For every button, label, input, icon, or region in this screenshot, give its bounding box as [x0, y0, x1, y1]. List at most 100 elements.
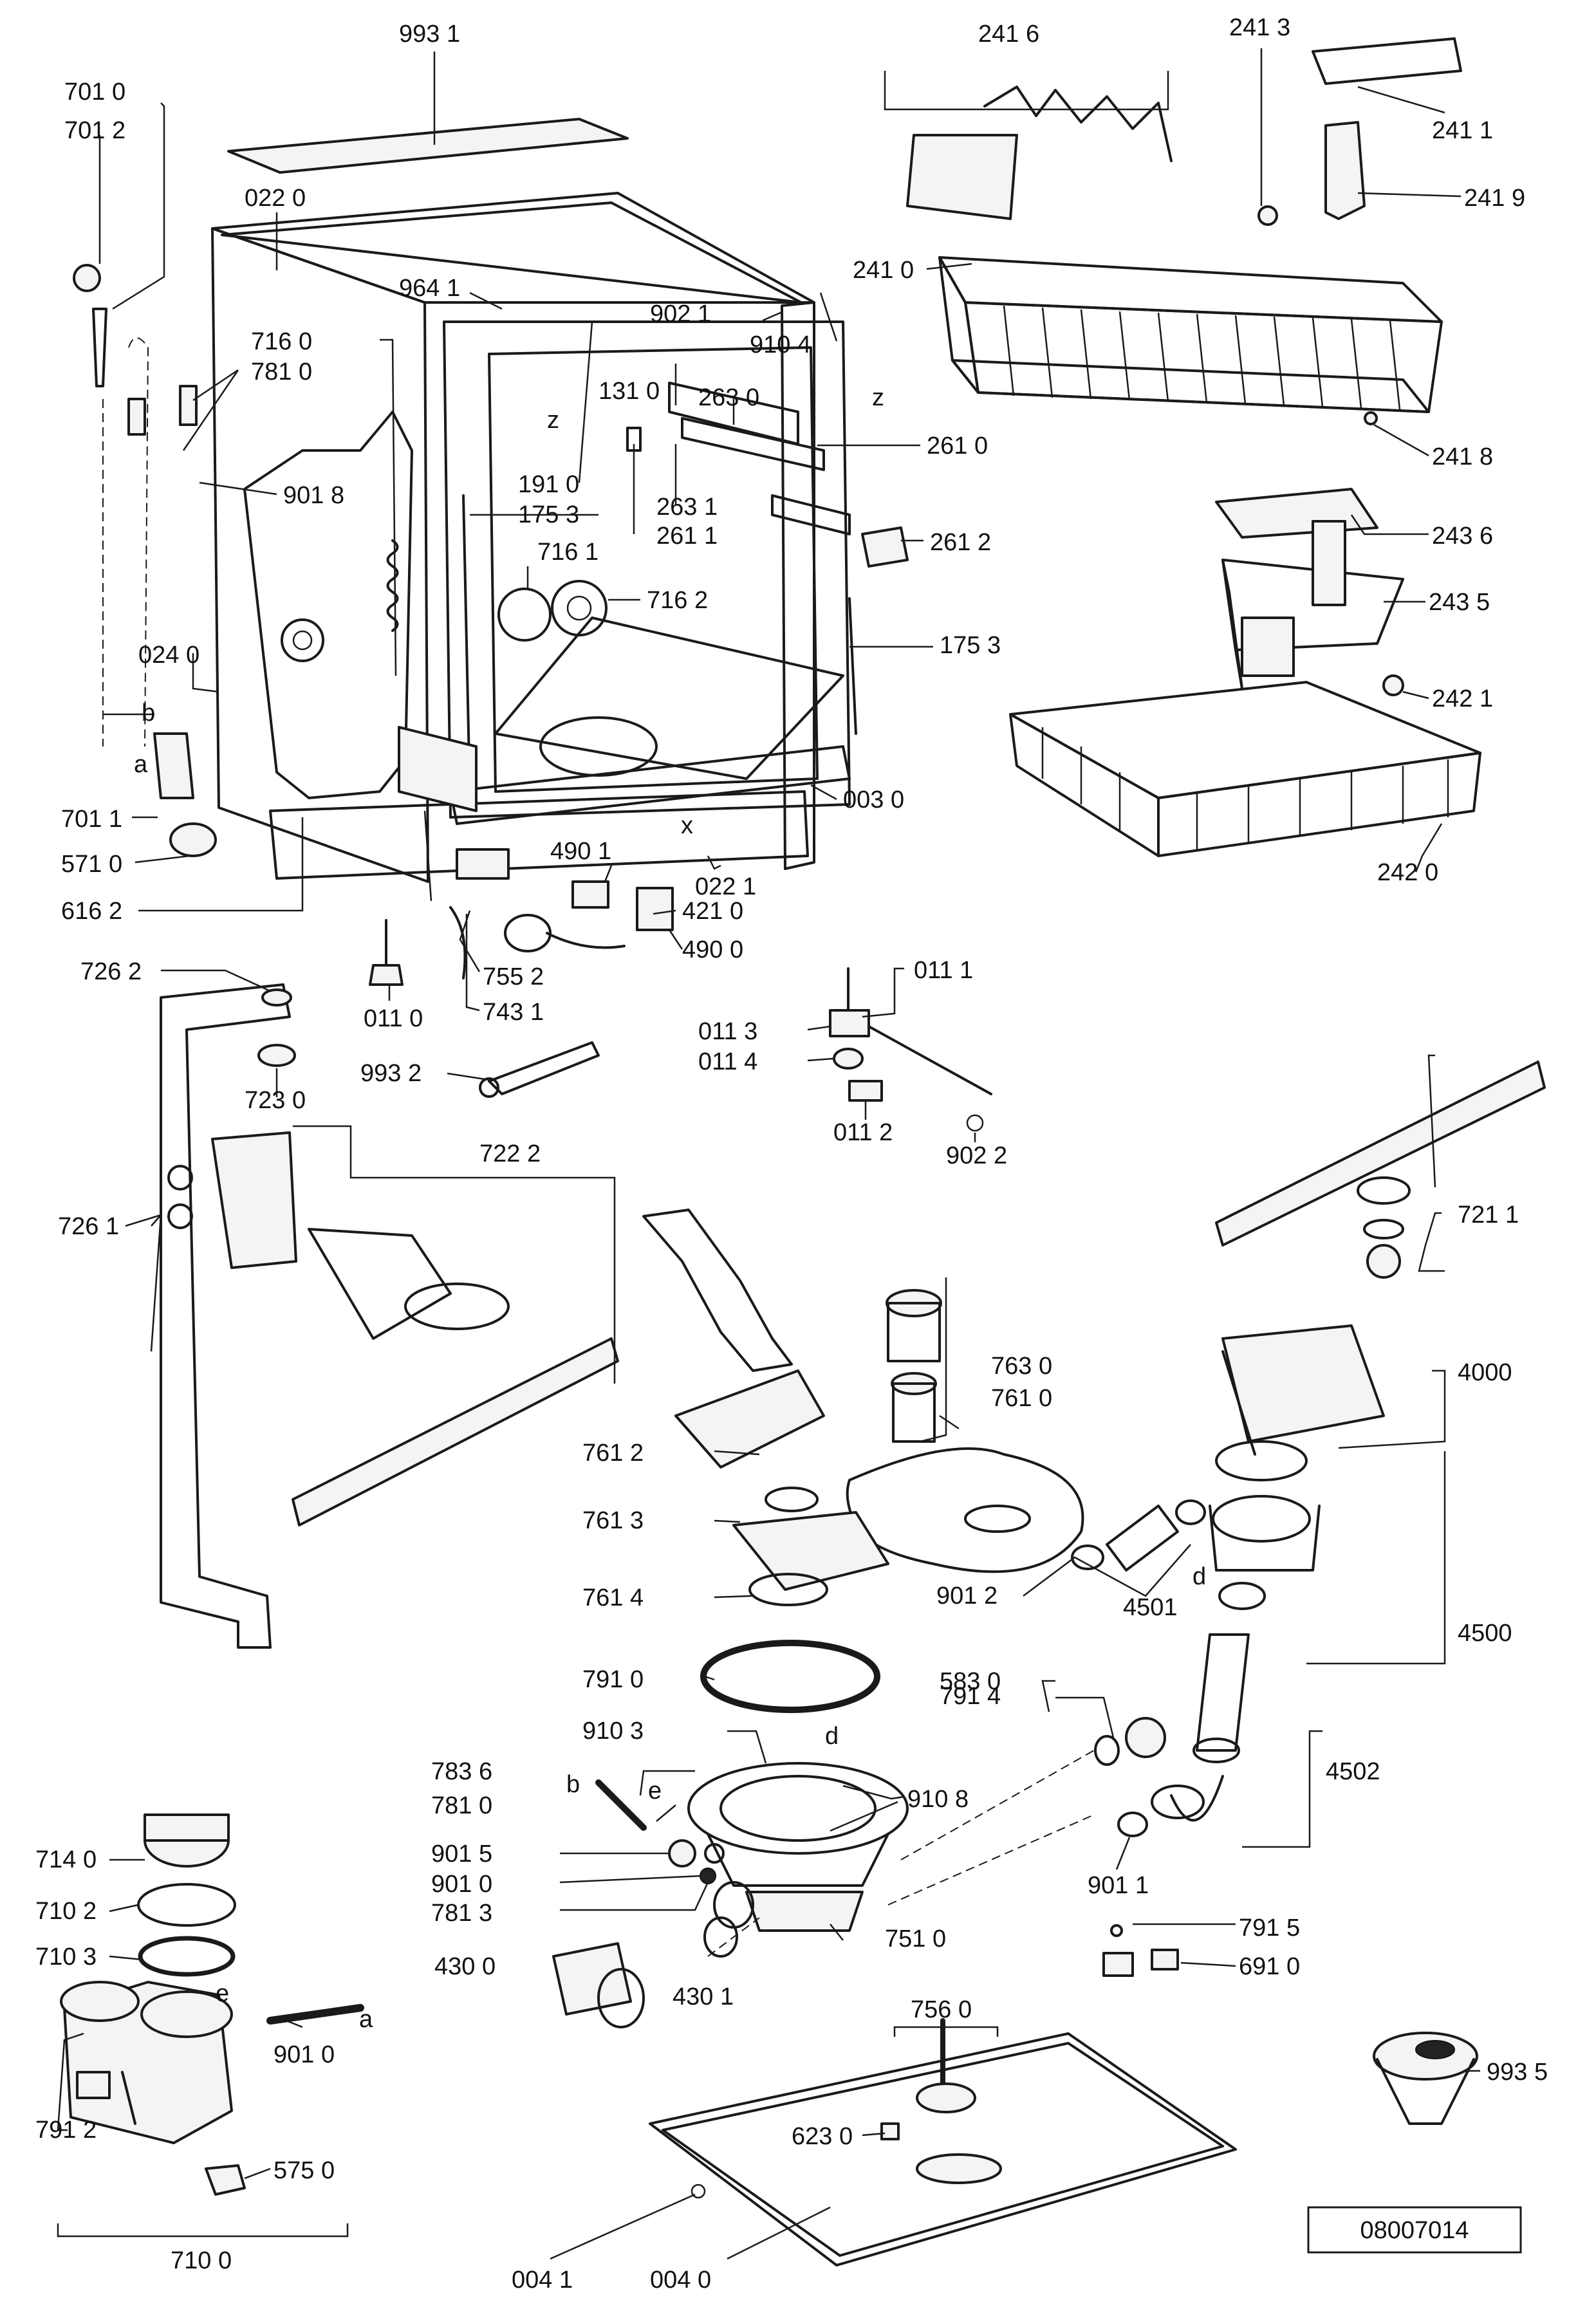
label-701-2: 701 2 [64, 117, 125, 144]
label-4502: 4502 [1326, 1758, 1380, 1785]
label-901-5: 901 5 [431, 1840, 492, 1868]
label-004-1: 004 1 [512, 2267, 573, 2294]
label-901-2: 901 2 [936, 1582, 998, 1609]
label-791-5: 791 5 [1239, 1915, 1300, 1942]
label-e-lower: e [216, 1980, 229, 2007]
label-x: x [681, 812, 693, 839]
label-e-upper: e [648, 1777, 662, 1804]
label-755-2: 755 2 [483, 963, 544, 990]
label-241-8: 241 8 [1432, 443, 1493, 470]
leader-lines [57, 48, 1480, 2260]
label-716-1: 716 1 [537, 539, 598, 566]
label-b-upper: b [142, 700, 155, 727]
label-131-0: 131 0 [598, 378, 660, 405]
spray-arms-drawing [160, 983, 1546, 1649]
label-490-1: 490 1 [550, 838, 611, 865]
label-571-0: 571 0 [61, 851, 122, 878]
label-910-4: 910 4 [750, 331, 811, 358]
label-261-0: 261 0 [927, 432, 988, 459]
salt-container-drawing [57, 1813, 364, 2238]
label-241-0: 241 0 [853, 257, 914, 284]
label-710-0: 710 0 [171, 2247, 232, 2274]
label-910-3: 910 3 [582, 1718, 644, 1745]
label-b-lower: b [566, 1771, 580, 1798]
label-022-1: 022 1 [695, 873, 756, 900]
base-plate-drawing [649, 2018, 1478, 2267]
label-583-0: 583 0 [940, 1668, 1001, 1695]
label-710-2: 710 2 [35, 1898, 97, 1925]
label-721-1: 721 1 [1458, 1201, 1519, 1229]
diagram-code-box: 08007014 [1307, 2206, 1522, 2254]
label-4501: 4501 [1123, 1594, 1178, 1621]
label-191-0: 191 0 [518, 471, 579, 498]
label-263-1: 263 1 [656, 494, 718, 521]
label-756-0: 756 0 [911, 1996, 972, 2023]
label-011-4: 011 4 [698, 1048, 757, 1075]
label-901-0b: 901 0 [274, 2041, 335, 2068]
label-901-1: 901 1 [1088, 1872, 1149, 1899]
label-726-2: 726 2 [80, 958, 142, 985]
diagram-code: 08007014 [1360, 2217, 1469, 2244]
label-d-lower: d [825, 1723, 839, 1750]
label-175-3a: 175 3 [518, 501, 579, 528]
label-722-2: 722 2 [479, 1140, 541, 1167]
label-243-6: 243 6 [1432, 523, 1493, 550]
cabinet-drawing [73, 118, 909, 986]
label-964-1: 964 1 [399, 275, 460, 302]
label-791-2: 791 2 [35, 2117, 97, 2144]
label-242-1: 242 1 [1432, 685, 1493, 712]
label-241-1: 241 1 [1432, 117, 1493, 144]
label-791-4: 791 4 [940, 1683, 1001, 1710]
label-761-2: 761 2 [582, 1440, 644, 1467]
label-242-0: 242 0 [1377, 859, 1438, 886]
label-993-2: 993 2 [360, 1060, 422, 1087]
label-4000: 4000 [1458, 1359, 1512, 1386]
label-763-0: 763 0 [991, 1353, 1052, 1380]
label-263-0: 263 0 [698, 384, 759, 411]
label-781-0b: 781 0 [431, 1792, 492, 1819]
label-241-6: 241 6 [978, 21, 1039, 48]
label-902-2: 902 2 [946, 1142, 1007, 1169]
label-011-2: 011 2 [833, 1119, 893, 1146]
label-901-8: 901 8 [283, 482, 344, 509]
label-710-3: 710 3 [35, 1943, 97, 1970]
label-791-0: 791 0 [582, 1666, 644, 1693]
label-993-1: 993 1 [399, 21, 460, 48]
label-993-5: 993 5 [1487, 2059, 1548, 2086]
label-a-upper: a [134, 751, 148, 778]
label-z-left: z [547, 407, 559, 434]
label-003-0: 003 0 [843, 786, 904, 813]
label-z-right: z [872, 384, 884, 411]
label-783-6: 783 6 [431, 1758, 492, 1785]
label-011-0: 011 0 [364, 1005, 423, 1032]
label-261-2: 261 2 [930, 529, 991, 556]
label-701-0: 701 0 [64, 79, 125, 106]
label-241-3: 241 3 [1229, 14, 1290, 41]
label-623-0: 623 0 [792, 2123, 853, 2150]
label-430-1: 430 1 [673, 1983, 734, 2010]
label-004-0: 004 0 [650, 2267, 711, 2294]
label-743-1: 743 1 [483, 999, 544, 1026]
label-902-1: 902 1 [650, 301, 711, 328]
label-421-0: 421 0 [682, 898, 743, 925]
label-175-3b: 175 3 [940, 632, 1001, 659]
label-726-1: 726 1 [58, 1213, 119, 1240]
label-716-2: 716 2 [647, 587, 708, 614]
label-910-8: 910 8 [907, 1786, 969, 1813]
label-761-4: 761 4 [582, 1584, 644, 1611]
label-490-0: 490 0 [682, 936, 743, 963]
label-781-3: 781 3 [431, 1900, 492, 1927]
label-011-1: 011 1 [914, 957, 973, 984]
label-4500: 4500 [1458, 1620, 1512, 1647]
label-241-9: 241 9 [1464, 185, 1525, 212]
label-716-0: 716 0 [251, 328, 312, 355]
label-901-0a: 901 0 [431, 1871, 492, 1898]
label-024-0: 024 0 [138, 642, 200, 669]
part-labels: 993 1 701 0 701 2 022 0 964 1 902 1 910 … [35, 14, 1548, 2294]
label-d-upper: d [1192, 1563, 1206, 1590]
label-616-2: 616 2 [61, 898, 122, 925]
baskets-drawing [906, 37, 1481, 857]
sump-drawing [552, 1209, 1385, 2028]
label-761-0: 761 0 [991, 1385, 1052, 1412]
